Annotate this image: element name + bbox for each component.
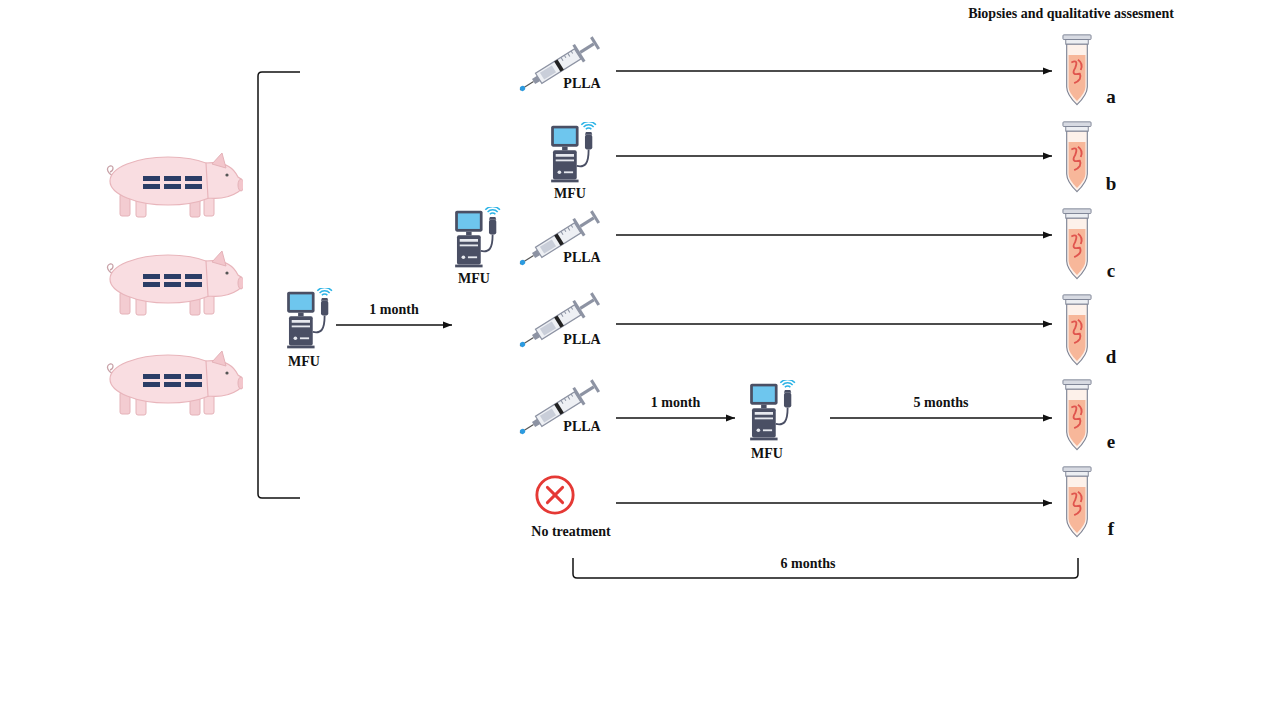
- node-label: b: [1102, 173, 1120, 194]
- pig-illustration: [107, 251, 244, 315]
- plla-syringe-symbol: [515, 208, 602, 273]
- no-treatment-mark-icon: [534, 474, 576, 516]
- node-label: f: [1102, 518, 1120, 539]
- plla-syringe: PLLA: [514, 292, 616, 352]
- biopsy-tube-icon: [1062, 292, 1092, 368]
- mfu-device-symbol: [750, 380, 795, 441]
- duration-label: 1 month: [576, 395, 776, 411]
- biopsy-tube-icon: [1062, 464, 1092, 540]
- timeline-arrow: [616, 502, 1052, 503]
- node-label: PLLA: [562, 332, 602, 348]
- biopsy-tube: b: [1052, 117, 1120, 197]
- biopsy-tube-symbol: [1063, 295, 1091, 365]
- mfu-device-icon: [548, 122, 600, 186]
- duration-label: 5 months: [841, 395, 1041, 411]
- timeline-arrow: [616, 323, 1052, 324]
- node-label: c: [1102, 260, 1120, 281]
- node-label: MFU: [548, 186, 592, 202]
- no-treatment-mark-symbol: [537, 477, 573, 513]
- node-label: No treatment: [522, 524, 620, 540]
- timeline-arrow: [616, 155, 1052, 156]
- timeline-arrow: [616, 234, 1052, 235]
- biopsy-tube-symbol: [1063, 35, 1091, 105]
- biopsy-tube-icon: [1062, 377, 1092, 453]
- biopsy-tube-icon: [1062, 32, 1092, 108]
- mfu-device-symbol: [287, 288, 332, 349]
- node-label: a: [1102, 86, 1120, 107]
- no-treatment-mark: No treatment: [522, 472, 616, 542]
- mfu-device-symbol: [551, 122, 596, 183]
- node-label: MFU: [452, 271, 496, 287]
- plla-syringe-symbol: [515, 34, 602, 99]
- duration-label: 1 month: [294, 302, 494, 318]
- plla-syringe: PLLA: [514, 36, 616, 96]
- node-label: MFU: [745, 446, 789, 462]
- node-label: e: [1102, 431, 1120, 452]
- mfu-device: MFU: [548, 122, 616, 206]
- plla-syringe-symbol: [515, 290, 602, 355]
- timeline-arrow: [336, 324, 452, 325]
- node-label: PLLA: [562, 250, 602, 266]
- biopsy-tube-symbol: [1063, 209, 1091, 279]
- duration-label: 6 months: [608, 556, 1008, 572]
- mfu-device: MFU: [452, 205, 508, 330]
- node-label: MFU: [282, 354, 326, 370]
- biopsy-tube-symbol: [1063, 380, 1091, 450]
- pig-illustration: [107, 351, 244, 415]
- biopsy-tube: d: [1052, 290, 1120, 370]
- node-label: d: [1102, 346, 1120, 367]
- column-heading: Biopsies and qualitative assesment: [871, 6, 1267, 22]
- timeline-arrow: [830, 417, 1052, 418]
- plla-syringe-symbol: [515, 377, 602, 442]
- mfu-device-icon: [452, 207, 504, 271]
- plla-syringe: PLLA: [514, 379, 616, 439]
- biopsy-tube-icon: [1062, 119, 1092, 195]
- plla-syringe: PLLA: [514, 210, 616, 270]
- biopsy-tube: a: [1052, 30, 1120, 110]
- mfu-device-icon: [747, 380, 799, 444]
- group-bracket: [258, 72, 300, 498]
- timeline-arrow: [616, 417, 735, 418]
- mfu-device-icon: [284, 288, 336, 352]
- node-label: PLLA: [562, 419, 602, 435]
- biopsy-tube-symbol: [1063, 467, 1091, 537]
- mfu-device: MFU: [735, 380, 830, 466]
- mfu-device: MFU: [282, 288, 336, 380]
- pig-illustration: [107, 153, 244, 217]
- timeline-arrow: [616, 70, 1052, 71]
- node-label: PLLA: [562, 76, 602, 92]
- biopsy-tube: e: [1052, 375, 1120, 455]
- mfu-device-symbol: [455, 207, 500, 268]
- biopsy-tube: f: [1052, 462, 1120, 542]
- biopsy-tube-symbol: [1063, 122, 1091, 192]
- biopsy-tube-icon: [1062, 206, 1092, 282]
- biopsy-tube: c: [1052, 204, 1120, 284]
